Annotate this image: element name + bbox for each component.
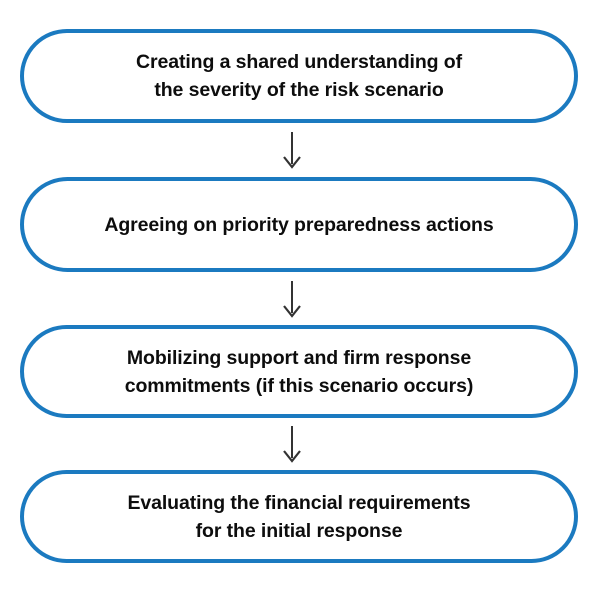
flow-step-4: Evaluating the financial requirements fo…: [20, 470, 578, 563]
flow-step-1-label: Creating a shared understanding of the s…: [136, 51, 462, 101]
flow-step-2-label: Agreeing on priority preparedness action…: [104, 213, 494, 236]
arrow-down-icon-1: [277, 132, 307, 170]
arrow-down-icon-2: [277, 281, 307, 319]
flow-step-3-label: Mobilizing support and firm response com…: [124, 346, 474, 397]
flow-step-4-label: Evaluating the financial requirements fo…: [127, 491, 471, 542]
arrow-down-icon-3: [277, 426, 307, 464]
flow-step-1: Creating a shared understanding of the s…: [20, 29, 578, 123]
flow-step-2: Agreeing on priority preparedness action…: [20, 177, 578, 272]
flow-step-3: Mobilizing support and firm response com…: [20, 325, 578, 418]
